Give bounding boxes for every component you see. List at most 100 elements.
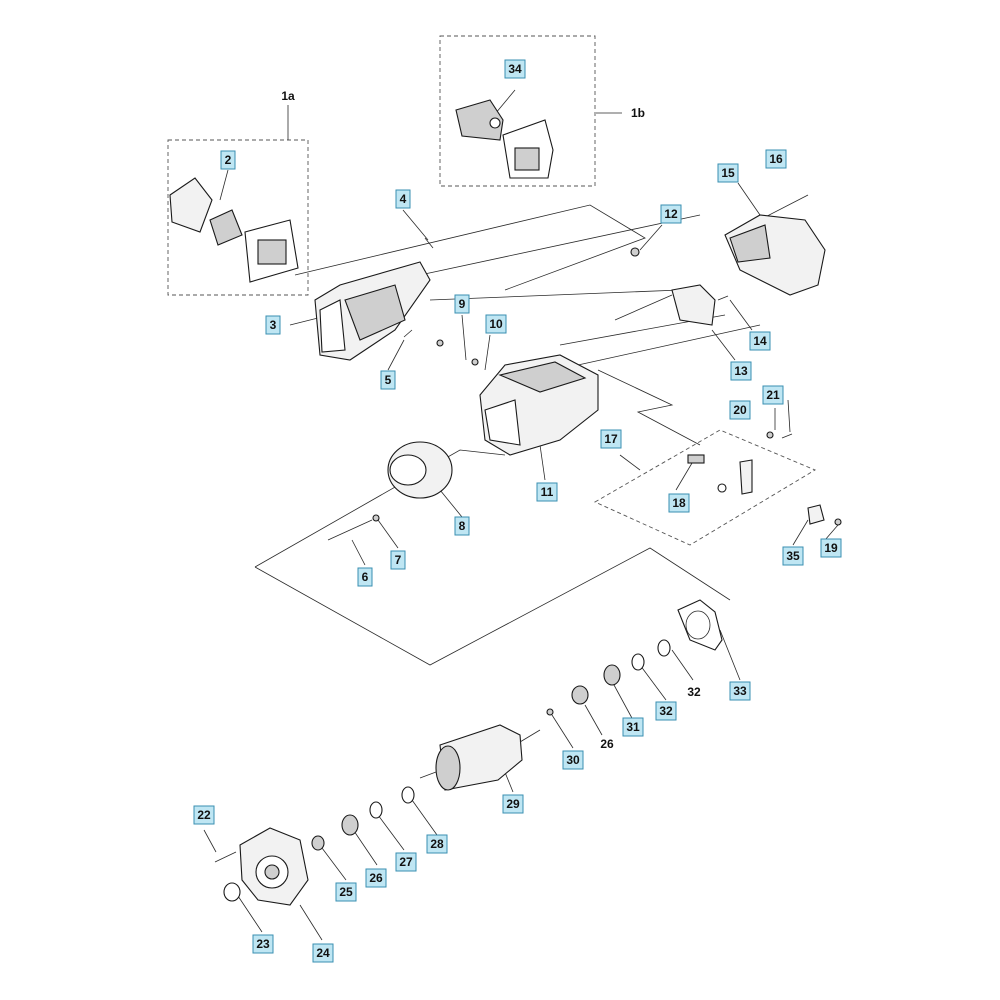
group-1a-box [167,139,309,296]
callout-30: 30 [562,750,584,770]
screw-19 [834,518,842,526]
screw-20 [766,431,774,439]
group-17-box [594,429,816,546]
screw-5 [403,329,413,338]
handle-rear-3 [314,261,431,361]
callout-26b-text: 26 [369,871,383,885]
callout-3-text: 3 [270,318,277,332]
plate-33 [677,599,723,651]
callout-9-text: 9 [459,297,466,311]
rear-cover-15 [724,214,826,296]
screw-9 [436,339,444,347]
bearing-25 [311,835,325,851]
nut-12 [630,247,640,257]
callout-3: 3 [265,315,281,335]
switch-assembly-1b [455,99,554,179]
callout-22: 22 [193,805,215,825]
callout-14: 14 [749,331,771,351]
callout-18-text: 18 [672,496,686,510]
screw-14 [717,295,729,301]
callout-11: 11 [536,482,558,502]
callout-1b-text: 1b [631,106,645,120]
screw-4 [424,237,434,249]
callout-29: 29 [502,794,524,814]
stator-8 [387,441,453,499]
callout-14-text: 14 [753,334,767,348]
callout-7: 7 [390,550,406,570]
washer-30 [546,708,554,716]
callout-1a: 1a [281,89,295,103]
callout-6: 6 [357,567,373,587]
ring-28 [401,786,415,804]
callout-8: 8 [454,516,470,536]
callout-10: 10 [485,314,507,334]
callout-8-text: 8 [459,519,466,533]
callout-34: 34 [504,59,526,79]
callout-32b: 32 [655,701,677,721]
bearing-31 [603,664,621,686]
ring-23 [223,882,241,902]
callout-32a: 32 [687,685,701,699]
callout-13: 13 [730,361,752,381]
callout-24: 24 [312,943,334,963]
screw-21 [781,433,793,439]
callout-33-text: 33 [733,684,747,698]
callout-28-text: 28 [430,837,444,851]
callout-22-text: 22 [197,808,211,822]
callout-17: 17 [600,429,622,449]
callout-12-text: 12 [664,207,678,221]
callout-16-text: 16 [769,152,783,166]
leader-lines [203,89,839,941]
switch-frame-1a [169,177,299,283]
callout-19-text: 19 [824,541,838,555]
callout-15-text: 15 [721,166,735,180]
callout-23: 23 [252,934,274,954]
bearing-26b [341,814,359,836]
callout-4-text: 4 [400,192,407,206]
screw-22 [214,851,237,863]
callout-26a: 26 [600,737,614,751]
callout-29-text: 29 [506,797,520,811]
cable-clamp-18 [687,454,753,495]
callout-31-text: 31 [626,720,640,734]
callout-6-text: 6 [362,570,369,584]
callout-16: 16 [765,149,787,169]
callout-30-text: 30 [566,753,580,767]
callout-23-text: 23 [256,937,270,951]
callout-7-text: 7 [395,553,402,567]
callout-21-text: 21 [766,388,780,402]
callout-35-text: 35 [786,549,800,563]
callout-25: 25 [335,882,357,902]
callout-34-text: 34 [508,62,522,76]
bracket-35 [807,504,825,525]
callout-20: 20 [729,400,751,420]
callout-25-text: 25 [339,885,353,899]
callout-2-text: 2 [225,153,232,167]
callout-27: 27 [395,852,417,872]
armature-29 [419,724,541,791]
callout-19: 19 [820,538,842,558]
callout-33: 33 [729,681,751,701]
callout-24-text: 24 [316,946,330,960]
callout-12: 12 [660,204,682,224]
callout-15: 15 [717,163,739,183]
group-1b-box [439,35,596,187]
callout-11-text: 11 [541,485,554,499]
callout-1b: 1b [631,106,645,120]
washer-7 [372,514,380,522]
callout-5: 5 [380,370,396,390]
callout-20-text: 20 [733,403,747,417]
callout-5-text: 5 [385,373,392,387]
motor-housing-11 [479,354,599,456]
callout-28: 28 [426,834,448,854]
callout-1a-text: 1a [281,89,295,103]
ring-27 [369,801,383,819]
bolt-6 [327,519,373,541]
washer-10 [471,358,479,366]
callout-9: 9 [454,294,470,314]
ring-32b [631,653,645,671]
callout-17-text: 17 [604,432,618,446]
callout-2: 2 [220,150,236,170]
